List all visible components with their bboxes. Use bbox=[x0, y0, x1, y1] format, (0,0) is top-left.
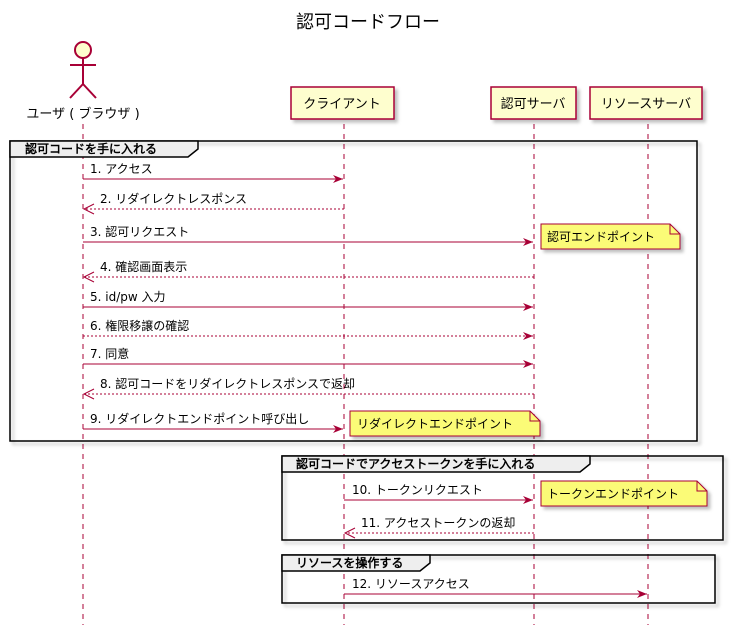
message-4: 4. 確認画面表示 bbox=[82, 259, 534, 283]
message-3: 3. 認可リクエスト bbox=[83, 224, 533, 246]
group-label: リソースを操作する bbox=[296, 555, 403, 570]
message-5: 5. id/pw 入力 bbox=[83, 290, 533, 311]
message-label: 1. アクセス bbox=[90, 162, 153, 176]
message-label: 9. リダイレクトエンドポイント呼び出し bbox=[90, 411, 309, 426]
group-frame: 認可コードでアクセストークンを手に入れる bbox=[281, 455, 724, 541]
message-9: 9. リダイレクトエンドポイント呼び出し bbox=[83, 411, 343, 433]
note-text: 認可エンドポイント bbox=[547, 229, 655, 244]
arrowhead-icon bbox=[333, 425, 343, 433]
participant-label: ユーザ ( ブラウザ ) bbox=[26, 106, 139, 122]
group-frame: リソースを操作する bbox=[281, 554, 716, 604]
arrowhead-icon bbox=[637, 590, 647, 598]
arrowhead-icon bbox=[523, 496, 533, 504]
message-label: 2. リダイレクトレスポンス bbox=[100, 191, 247, 206]
message-label: 10. トークンリクエスト bbox=[352, 483, 483, 497]
message-2: 2. リダイレクトレスポンス bbox=[82, 191, 344, 215]
arrowhead-icon bbox=[343, 527, 356, 539]
message-6: 6. 権限移譲の確認 bbox=[83, 318, 533, 340]
participant-authz: 認可サーバ bbox=[490, 86, 577, 120]
message-11: 11. アクセストークンの返却 bbox=[343, 516, 534, 539]
arrowhead-icon bbox=[333, 175, 343, 183]
participant-label: 認可サーバ bbox=[501, 96, 566, 112]
note-redirect-endpoint: リダイレクトエンドポイント bbox=[349, 410, 541, 437]
group-label: 認可コードを手に入れる bbox=[25, 141, 157, 156]
message-label: 4. 確認画面表示 bbox=[100, 259, 187, 274]
message-8: 8. 認可コードをリダイレクトレスポンスで返却 bbox=[82, 376, 534, 400]
participant-resource: リソースサーバ bbox=[589, 86, 703, 120]
diagram-title: 認可コードフロー bbox=[296, 12, 440, 33]
message-12: 12. リソースアクセス bbox=[344, 577, 647, 598]
message-1: 1. アクセス bbox=[83, 162, 343, 183]
lifelines bbox=[82, 124, 649, 625]
message-7: 7. 同意 bbox=[83, 346, 533, 368]
message-10: 10. トークンリクエスト bbox=[344, 483, 533, 504]
group-frame: 認可コードを手に入れる bbox=[9, 140, 698, 442]
note-text: トークンエンドポイント bbox=[547, 487, 679, 501]
message-label: 3. 認可リクエスト bbox=[90, 224, 189, 239]
note-token-endpoint: トークンエンドポイント bbox=[540, 480, 708, 507]
arrowhead-icon bbox=[82, 388, 95, 400]
participant-label: クライアント bbox=[303, 97, 380, 112]
arrowhead-icon bbox=[523, 360, 533, 368]
participant-label: リソースサーバ bbox=[601, 97, 691, 112]
message-label: 5. id/pw 入力 bbox=[90, 290, 166, 304]
participant-user: ユーザ ( ブラウザ ) bbox=[26, 41, 140, 122]
note-authz-endpoint: 認可エンドポイント bbox=[540, 223, 681, 250]
actor-figure-icon bbox=[69, 41, 97, 99]
arrowhead-icon bbox=[523, 303, 533, 311]
note-text: リダイレクトエンドポイント bbox=[357, 416, 513, 431]
message-label: 6. 権限移譲の確認 bbox=[90, 318, 189, 333]
message-label: 7. 同意 bbox=[90, 346, 129, 361]
arrowhead-icon bbox=[523, 332, 533, 340]
arrowhead-icon bbox=[523, 238, 533, 246]
participant-client: クライアント bbox=[290, 86, 395, 120]
message-label: 8. 認可コードをリダイレクトレスポンスで返却 bbox=[100, 376, 355, 391]
group-label: 認可コードでアクセストークンを手に入れる bbox=[296, 456, 535, 471]
arrowhead-icon bbox=[82, 203, 95, 215]
message-label: 12. リソースアクセス bbox=[352, 577, 470, 591]
message-label: 11. アクセストークンの返却 bbox=[361, 516, 515, 530]
arrowhead-icon bbox=[82, 271, 95, 283]
